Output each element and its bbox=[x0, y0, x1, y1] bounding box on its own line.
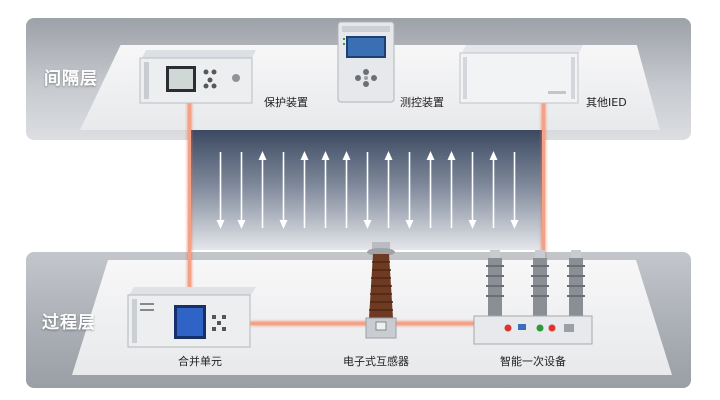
bus-arrow-down bbox=[363, 152, 372, 229]
fiber-mu-to-ect bbox=[250, 322, 370, 325]
bus-arrow-down bbox=[237, 152, 246, 229]
protection-device-label: 保护装置 bbox=[264, 96, 308, 109]
bus-arrow-down bbox=[405, 152, 414, 229]
bus-arrow-up bbox=[426, 151, 435, 228]
process-level-label: 过程层 bbox=[42, 313, 96, 333]
bus-arrow-up bbox=[447, 151, 456, 228]
protection-device bbox=[139, 50, 256, 104]
bus-arrow-down bbox=[468, 152, 477, 229]
other-ied-device bbox=[459, 45, 583, 104]
bus-arrow-up bbox=[321, 151, 330, 228]
bus-arrow-up bbox=[489, 151, 498, 228]
bus-arrow-up bbox=[300, 151, 309, 228]
bus-arrow-up bbox=[384, 151, 393, 228]
bay-level-label: 间隔层 bbox=[44, 69, 98, 89]
bus-arrow-down bbox=[510, 152, 519, 229]
fiber-left-vertical bbox=[188, 100, 191, 290]
bus-arrow-down bbox=[216, 152, 225, 229]
other-ied-label: 其他IED bbox=[586, 96, 627, 109]
measure-control-label: 测控装置 bbox=[400, 96, 444, 109]
fiber-right-vertical bbox=[542, 85, 545, 275]
electronic-transformer-device bbox=[365, 242, 397, 339]
electronic-transformer-label: 电子式互感器 bbox=[343, 355, 409, 368]
measure-control-device bbox=[337, 21, 395, 103]
fiber-ect-to-switchgear bbox=[385, 322, 485, 325]
bus-arrows bbox=[216, 151, 519, 229]
merging-unit-device bbox=[127, 287, 256, 348]
merging-unit-label: 合并单元 bbox=[178, 355, 222, 368]
bus-arrow-up bbox=[342, 151, 351, 228]
smart-primary-device bbox=[473, 250, 593, 345]
bus-arrow-down bbox=[279, 152, 288, 229]
bus-arrow-up bbox=[258, 151, 267, 228]
smart-primary-label: 智能一次设备 bbox=[500, 355, 566, 368]
